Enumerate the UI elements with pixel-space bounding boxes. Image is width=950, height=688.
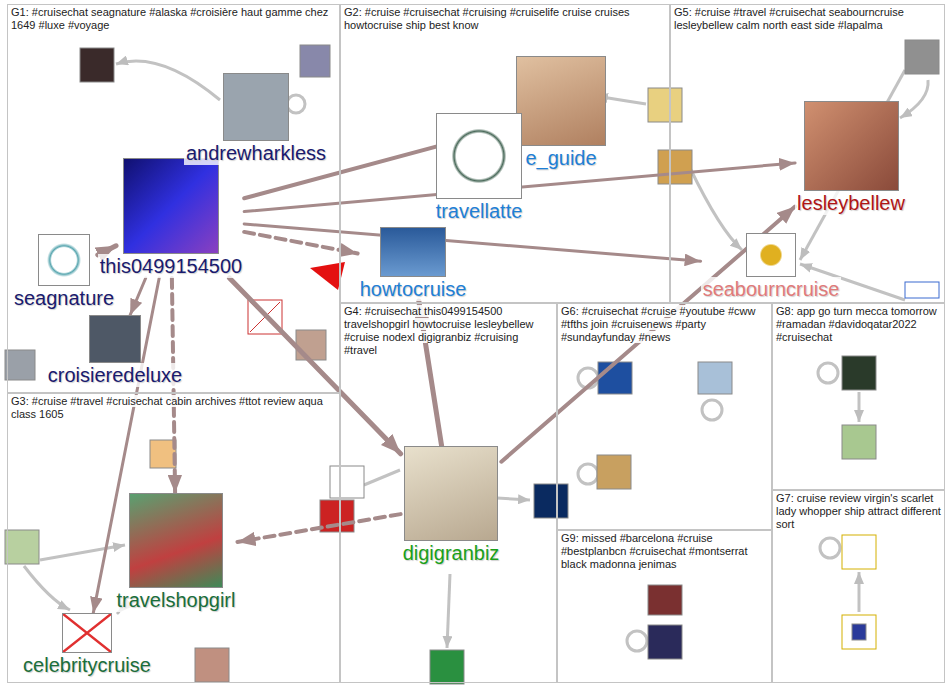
group-header: G4: #cruisechat this0499154500 travelsho… [341, 304, 556, 358]
vertex-label: celebritycruise [21, 653, 153, 677]
vertex-image [404, 446, 498, 541]
group-box: G9: missed #barcelona #cruise #bestplanb… [557, 530, 772, 683]
edge-arrow [116, 612, 120, 613]
vertex: travellatte [434, 113, 525, 223]
group-keywords: G6: #cruisechat #cruise #youtube #cww #t… [561, 305, 755, 343]
vertex-image [123, 158, 219, 254]
group-header: G3: #cruise #travel #cruisechat cabin ar… [8, 394, 339, 422]
vertex-label: howtocruise [358, 277, 469, 301]
edge-arrow [244, 224, 700, 261]
vertex-image [380, 227, 446, 277]
group-keywords: G3: #cruise #travel #cruisechat cabin ar… [11, 395, 323, 420]
vertex-label: andrewharkless [184, 141, 328, 165]
group-header: G1: #cruisechat seagnature #alaska #croi… [8, 5, 339, 33]
group-box: G4: #cruisechat this0499154500 travelsho… [340, 303, 557, 683]
group-header: G5: #cruise #travel #cruisechat seabourn… [671, 5, 944, 33]
group-box: G3: #cruise #travel #cruisechat cabin ar… [7, 393, 340, 683]
vertex-label: this0499154500 [98, 254, 244, 278]
vertex-label: lesleybellew [795, 191, 907, 215]
vertex: celebritycruise [21, 613, 153, 677]
vertex: this0499154500 [98, 158, 244, 278]
group-header: G8: app go turn mecca tomorrow #ramadan … [773, 304, 944, 345]
vertex: croisieredeluxe [46, 315, 185, 387]
small-avatars [5, 40, 939, 684]
group-keywords: G1: #cruisechat seagnature #alaska #croi… [11, 6, 328, 31]
vertex-image [516, 56, 606, 146]
group-keywords: G4: #cruisechat this0499154500 travelsho… [344, 305, 534, 356]
group-header: G9: missed #barcelona #cruise #bestplanb… [558, 531, 771, 572]
vertex-image [746, 233, 796, 277]
vertex: seagnature [12, 234, 116, 310]
group-header: G6: #cruisechat #cruise #youtube #cww #t… [558, 304, 771, 345]
vertex: digigranbiz [401, 446, 502, 565]
group-header: G7: cruise review virgin's scarlet lady … [773, 491, 944, 532]
vertex-image [38, 234, 90, 286]
vertex: travelshopgirl [115, 493, 238, 612]
vertex: lesleybellew [795, 101, 907, 215]
group-box: G5: #cruise #travel #cruisechat seabourn… [670, 4, 945, 303]
group-box: G1: #cruisechat seagnature #alaska #croi… [7, 4, 340, 393]
vertex-label: croisieredeluxe [46, 363, 185, 387]
vertex-image [223, 73, 289, 141]
group-box: G8: app go turn mecca tomorrow #ramadan … [772, 303, 945, 490]
vertex-image [129, 493, 223, 588]
group-box: G7: cruise review virgin's scarlet lady … [772, 490, 945, 683]
edge-arrow [130, 278, 146, 315]
vertex: seabourncruise [701, 233, 842, 301]
vertex: howtocruise [358, 227, 469, 301]
group-box: G6: #cruisechat #cruise #youtube #cww #t… [557, 303, 772, 530]
vertex-label: travellatte [434, 199, 525, 223]
vertex-image [436, 113, 522, 199]
vertex-image [804, 101, 899, 191]
vertex-image [89, 315, 141, 363]
vertex-label: digigranbiz [401, 541, 502, 565]
group-keywords: G2: #cruise #cruisechat #cruising #cruis… [344, 6, 630, 31]
vertex-label: seagnature [12, 286, 116, 310]
vertex-label: e_guide [523, 146, 598, 170]
group-keywords: G8: app go turn mecca tomorrow #ramadan … [776, 305, 937, 343]
group-keywords: G9: missed #barcelona #cruise #bestplanb… [561, 532, 748, 570]
group-header: G2: #cruise #cruisechat #cruising #cruis… [341, 5, 669, 33]
group-box: G2: #cruise #cruisechat #cruising #cruis… [340, 4, 670, 303]
vertex-image [62, 613, 112, 653]
grey-links [24, 61, 928, 651]
group-keywords: G5: #cruise #travel #cruisechat seabourn… [674, 6, 904, 31]
vertex: andrewharkless [184, 73, 328, 165]
vertex-label: travelshopgirl [115, 588, 238, 612]
edge-arrow [501, 207, 795, 462]
edge-arrow [237, 514, 400, 542]
vertex-label: seabourncruise [701, 277, 842, 301]
group-keywords: G7: cruise review virgin's scarlet lady … [776, 492, 941, 530]
vertex: e_guide [516, 56, 606, 170]
